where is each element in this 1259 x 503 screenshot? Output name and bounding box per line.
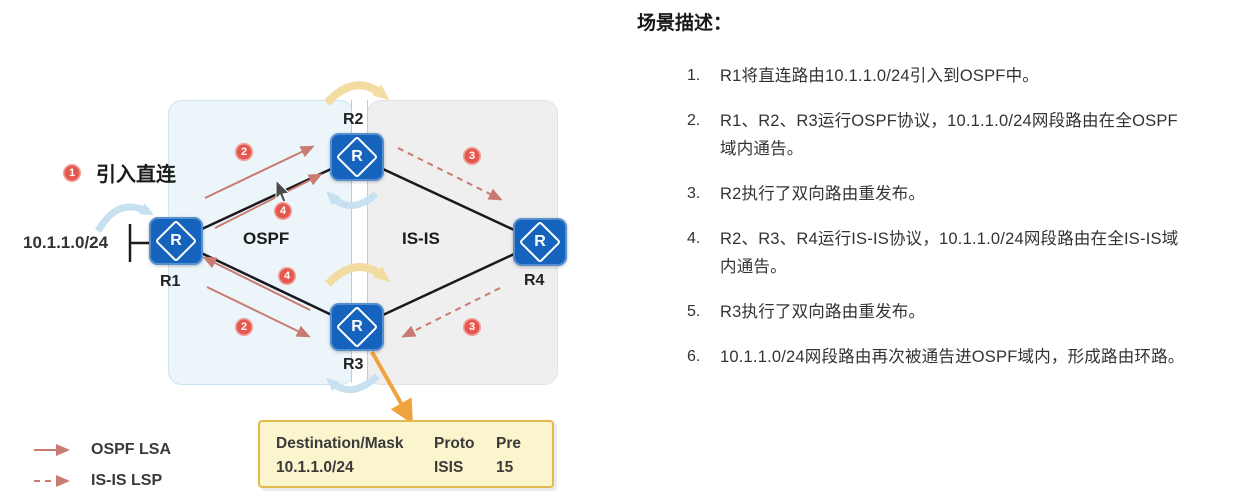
router-r4-icon: R [513, 218, 567, 266]
step-badge-3-bottom: 3 [463, 318, 481, 336]
scenario-item-3: 3. R2执行了双向路由重发布。 [637, 180, 1255, 208]
route-table-value-proto: ISIS [434, 459, 464, 476]
scenario-description-panel: 场景描述： 1. R1将直连路由10.1.1.0/24引入到OSPF中。 2. … [637, 10, 1255, 388]
legend-item-ospf-lsa: OSPF LSA [33, 441, 171, 459]
router-r-glyph: R [351, 148, 363, 165]
router-r-glyph: R [534, 233, 546, 250]
step-badge-4-top: 4 [274, 202, 292, 220]
route-table-header-pre: Pre [496, 435, 521, 452]
scenario-item-text: R1将直连路由10.1.1.0/24引入到OSPF中。 [720, 67, 1039, 85]
router-r-glyph: R [351, 318, 363, 335]
isis-region-label: IS-IS [402, 229, 440, 248]
route-table-callout: Destination/Mask Proto Pre 10.1.1.0/24 I… [258, 420, 554, 488]
scenario-item-text: R2执行了双向路由重发布。 [720, 185, 926, 203]
router-r2-icon: R [330, 133, 384, 181]
scenario-item-text: R3执行了双向路由重发布。 [720, 303, 926, 321]
scenario-title: 场景描述： [637, 13, 733, 34]
router-label-r1: R1 [160, 273, 181, 290]
network-prefix-label: 10.1.1.0/24 [23, 233, 109, 252]
legend-label-ospf-lsa: OSPF LSA [91, 441, 172, 458]
scenario-item-number: 3. [687, 185, 701, 202]
scenario-item-number: 5. [687, 303, 701, 320]
scenario-item-1: 1. R1将直连路由10.1.1.0/24引入到OSPF中。 [637, 62, 1255, 90]
dashed-arrow-swatch-icon [34, 475, 70, 487]
router-r1-icon: R [149, 217, 203, 265]
router-r-glyph: R [170, 232, 182, 249]
route-table-header-proto: Proto [434, 435, 475, 452]
router-r3-icon: R [330, 303, 384, 351]
route-table-value-row: 10.1.1.0/24 ISIS 15 [276, 456, 552, 480]
legend-item-isis-lsp: IS-IS LSP [33, 472, 162, 490]
ospf-region-label: OSPF [243, 229, 290, 248]
step-badge-4-bottom: 4 [278, 267, 296, 285]
route-table-header-destination: Destination/Mask [276, 435, 404, 452]
scenario-item-text: 10.1.1.0/24网段路由再次被通告进OSPF域内，形成路由环路。 [720, 348, 1185, 366]
scenario-item-6: 6. 10.1.1.0/24网段路由再次被通告进OSPF域内，形成路由环路。 [637, 343, 1255, 371]
router-label-r3: R3 [343, 356, 364, 373]
scenario-item-number: 4. [687, 230, 701, 247]
scenario-item-text: R1、R2、R3运行OSPF协议，10.1.1.0/24网段路由在全OSPF 域… [720, 112, 1178, 158]
scenario-item-2: 2. R1、R2、R3运行OSPF协议，10.1.1.0/24网段路由在全OSP… [637, 107, 1255, 163]
import-curl-arrow-r1 [94, 203, 155, 233]
scenario-item-4: 4. R2、R3、R4运行IS-IS协议，10.1.1.0/24网段路由在全IS… [637, 225, 1255, 281]
step-badge-1: 1 [63, 164, 81, 182]
route-table-value-destination: 10.1.1.0/24 [276, 459, 354, 476]
solid-arrow-swatch-icon [34, 444, 70, 456]
route-table-header-row: Destination/Mask Proto Pre [276, 432, 552, 456]
import-direct-route-label: 引入直连 [96, 164, 176, 186]
topology-diagram: R R R R R1 R2 R3 R4 OSPF IS-IS 10.1.1.0/… [23, 81, 567, 490]
step-badge-2-top: 2 [235, 143, 253, 161]
scenario-item-5: 5. R3执行了双向路由重发布。 [637, 298, 1255, 326]
scenario-item-number: 6. [687, 348, 701, 365]
legend-label-isis-lsp: IS-IS LSP [91, 472, 163, 489]
route-table-value-pre: 15 [496, 459, 514, 476]
step-badge-2-bottom: 2 [235, 318, 253, 336]
scenario-item-number: 2. [687, 112, 701, 129]
step-badge-3-top: 3 [463, 147, 481, 165]
scenario-item-text: R2、R3、R4运行IS-IS协议，10.1.1.0/24网段路由在全IS-IS… [720, 230, 1179, 276]
router-label-r4: R4 [524, 272, 545, 289]
router-label-r2: R2 [343, 111, 364, 128]
scenario-item-number: 1. [687, 67, 701, 84]
